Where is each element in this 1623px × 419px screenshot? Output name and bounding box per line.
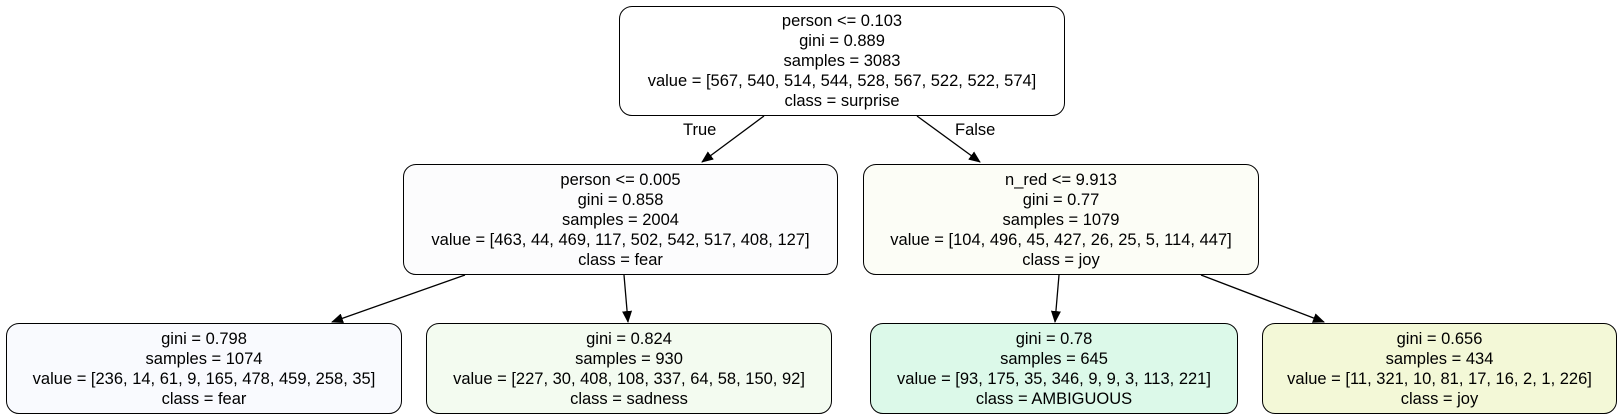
node-value: value = [236, 14, 61, 9, 165, 478, 459, …	[32, 369, 376, 388]
node-class: class = AMBIGUOUS	[975, 389, 1133, 408]
edge-label-false: False	[955, 121, 996, 139]
tree-node-right: n_red <= 9.913 gini = 0.77 samples = 107…	[863, 164, 1259, 275]
tree-leaf-right-left: gini = 0.78 samples = 645 value = [93, 1…	[870, 323, 1238, 414]
node-value: value = [104, 496, 45, 427, 26, 25, 5, 1…	[890, 230, 1232, 249]
edge-left-leftleft	[331, 274, 466, 324]
node-gini: gini = 0.78	[1015, 329, 1093, 348]
node-value: value = [463, 44, 469, 117, 502, 542, 51…	[431, 230, 810, 249]
node-class: class = joy	[1400, 389, 1479, 408]
node-gini: gini = 0.824	[586, 329, 672, 348]
edge-right-rightleft	[1050, 274, 1061, 323]
node-split-rule: n_red <= 9.913	[1005, 170, 1117, 189]
node-samples: samples = 434	[1385, 349, 1494, 368]
edge-right-rightright	[1200, 274, 1325, 323]
node-class: class = sadness	[570, 389, 688, 408]
node-samples: samples = 2004	[562, 210, 679, 229]
node-split-rule: person <= 0.005	[560, 170, 681, 189]
tree-leaf-left-left: gini = 0.798 samples = 1074 value = [236…	[6, 323, 402, 414]
edge-left-leftright	[622, 274, 633, 323]
edge-label-true: True	[683, 121, 717, 139]
node-samples: samples = 1079	[1002, 210, 1120, 229]
node-samples: samples = 930	[575, 349, 683, 368]
node-class: class = fear	[578, 250, 663, 269]
node-gini: gini = 0.77	[1022, 190, 1100, 209]
node-value: value = [567, 540, 514, 544, 528, 567, 5…	[647, 72, 1037, 90]
tree-leaf-right-right: gini = 0.656 samples = 434 value = [11, …	[1262, 323, 1617, 414]
node-class: class = surprise	[784, 92, 900, 110]
node-split-rule: person <= 0.103	[781, 12, 903, 30]
node-value: value = [227, 30, 408, 108, 337, 64, 58,…	[453, 369, 805, 388]
node-value: value = [93, 175, 35, 346, 9, 9, 3, 113,…	[897, 369, 1211, 388]
tree-node-root: person <= 0.103 gini = 0.889 samples = 3…	[619, 6, 1065, 116]
node-gini: gini = 0.798	[161, 329, 247, 348]
node-class: class = joy	[1022, 250, 1100, 269]
node-gini: gini = 0.656	[1396, 329, 1483, 348]
edge-root-left	[701, 115, 765, 163]
node-value: value = [11, 321, 10, 81, 17, 16, 2, 1, …	[1287, 369, 1592, 388]
tree-node-left: person <= 0.005 gini = 0.858 samples = 2…	[403, 164, 838, 275]
node-class: class = fear	[161, 389, 247, 408]
node-samples: samples = 645	[1000, 349, 1108, 368]
node-gini: gini = 0.889	[799, 32, 885, 50]
node-gini: gini = 0.858	[577, 190, 664, 209]
edge-root-right	[916, 115, 981, 163]
node-samples: samples = 3083	[783, 52, 901, 70]
node-samples: samples = 1074	[145, 349, 263, 368]
tree-leaf-left-right: gini = 0.824 samples = 930 value = [227,…	[426, 323, 832, 414]
